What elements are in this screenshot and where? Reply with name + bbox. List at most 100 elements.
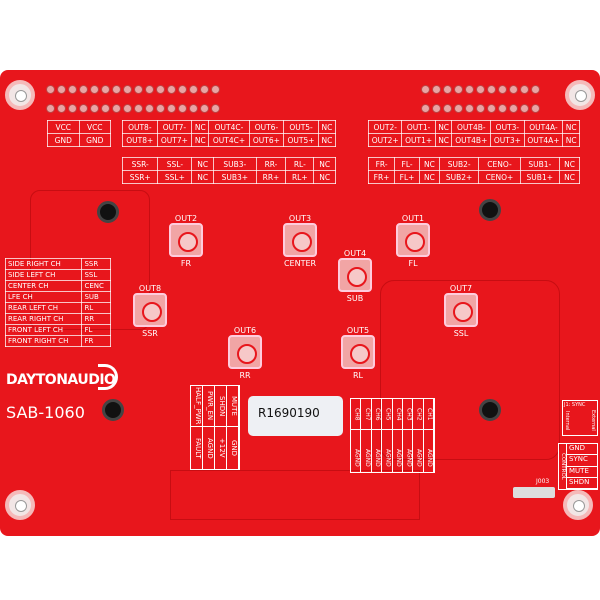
sync-jumper: J1: SYNC Internal External <box>562 400 598 436</box>
channel-pin-label: AGND <box>361 429 372 472</box>
connector-name: OUT8 <box>138 284 162 293</box>
pin-label: NC <box>317 120 337 134</box>
header-pin <box>123 85 132 94</box>
header-pin <box>421 104 430 113</box>
speaker-connector[interactable] <box>169 223 203 257</box>
header-pin <box>509 85 518 94</box>
connector-channel: RR <box>239 371 251 380</box>
mounting-hole <box>563 490 593 520</box>
speaker-connector[interactable] <box>338 258 372 292</box>
pin-label: REAR RIGHT CH <box>4 313 83 325</box>
connector-channel: SUB <box>346 294 364 303</box>
brand-logo: DAYTONAUDIO <box>6 372 116 388</box>
pin-header-small <box>513 487 555 498</box>
pin-label: RR- <box>255 157 287 171</box>
header-pin <box>90 85 99 94</box>
speaker-connector[interactable] <box>444 293 478 327</box>
trace <box>380 280 560 460</box>
pin-label: SSL+ <box>157 170 193 184</box>
header-pin <box>145 85 154 94</box>
pin-label: OUT1- <box>401 120 436 134</box>
header-pin <box>178 104 187 113</box>
pin-label: LFE CH <box>4 291 83 303</box>
sound-wave-icon <box>98 364 118 390</box>
pin-label: OUT5- <box>283 120 319 134</box>
pin-label: NC <box>313 170 336 184</box>
header-pin <box>200 85 209 94</box>
channel-pin-label: AGND <box>382 429 393 472</box>
pin-label: SUB1- <box>519 157 561 171</box>
pin-label: CENO- <box>478 157 521 171</box>
pin-label: OUT3+ <box>490 133 525 147</box>
pin-label: OUT8+ <box>122 133 158 147</box>
pin-label: NC <box>191 120 210 134</box>
header-pin <box>134 104 143 113</box>
standoff <box>102 399 124 421</box>
header-pin <box>211 85 220 94</box>
header-pin <box>123 104 132 113</box>
aux-pin-label: HALF_PWR <box>191 386 203 426</box>
header-pin <box>68 104 77 113</box>
connector-name: OUT5 <box>346 326 370 335</box>
pin-header-right <box>420 80 550 118</box>
header-pin <box>465 85 474 94</box>
aux-pin-label: +12V <box>215 426 227 469</box>
pin-label: FRONT LEFT CH <box>4 324 83 336</box>
pin-label: NC <box>559 157 580 171</box>
speaker-connector[interactable] <box>283 223 317 257</box>
channel-pin-label: CH1 <box>424 399 434 429</box>
header-pin <box>167 104 176 113</box>
pin-label: SIDE RIGHT CH <box>4 258 83 270</box>
speaker-connector[interactable] <box>228 335 262 369</box>
standoff <box>479 399 501 421</box>
aux-pin-label: AGND <box>203 426 215 469</box>
pin-label: FL+ <box>394 170 420 184</box>
pin-label: SSR- <box>121 157 159 171</box>
header-pin <box>432 104 441 113</box>
connector-channel: RL <box>352 371 364 380</box>
pin-label: OUT7+ <box>156 133 193 147</box>
pin-label: OUT6+ <box>248 133 285 147</box>
pin-label: SIDE LEFT CH <box>4 269 83 281</box>
header-pin <box>531 85 540 94</box>
channel-pin-label: CH6 <box>372 399 383 429</box>
control-pin-label: SYNC <box>567 455 597 467</box>
header-pin <box>443 85 452 94</box>
channel-pin-label: CH4 <box>393 399 403 429</box>
connector-name: OUT6 <box>233 326 257 335</box>
pin-label: CENC <box>81 280 111 292</box>
aux-pin-label: PWR_EN <box>203 386 215 426</box>
pin-label: SUB3+ <box>212 170 257 184</box>
speaker-connector[interactable] <box>133 293 167 327</box>
connector-channel: CENTER <box>283 259 317 268</box>
pin-label: NC <box>562 133 580 147</box>
pin-label: OUT4C+ <box>208 133 250 147</box>
pin-label: FL <box>81 324 111 336</box>
channel-pin-label: AGND <box>402 429 414 472</box>
pin-label: NC <box>191 133 210 147</box>
pin-label: NC <box>562 120 580 134</box>
mounting-hole <box>5 490 35 520</box>
connector-name: OUT2 <box>174 214 198 223</box>
pin-label: NC <box>434 120 453 134</box>
pin-label: NC <box>434 133 453 147</box>
header-pin <box>79 104 88 113</box>
pin-label: OUT4C- <box>208 120 250 134</box>
pin-label: FL- <box>394 157 420 171</box>
speaker-connector[interactable] <box>396 223 430 257</box>
channel-pin-label: AGND <box>413 429 424 472</box>
header-pin <box>498 104 507 113</box>
pin-label: NC <box>317 133 337 147</box>
speaker-connector[interactable] <box>341 335 375 369</box>
control-title: CONTROL <box>559 444 567 489</box>
channel-pin-label: AGND <box>423 429 434 472</box>
pin-label: SUB2- <box>438 157 480 171</box>
header-pin <box>112 85 121 94</box>
pin-label: CENTER CH <box>4 280 83 292</box>
header-pin <box>531 104 540 113</box>
